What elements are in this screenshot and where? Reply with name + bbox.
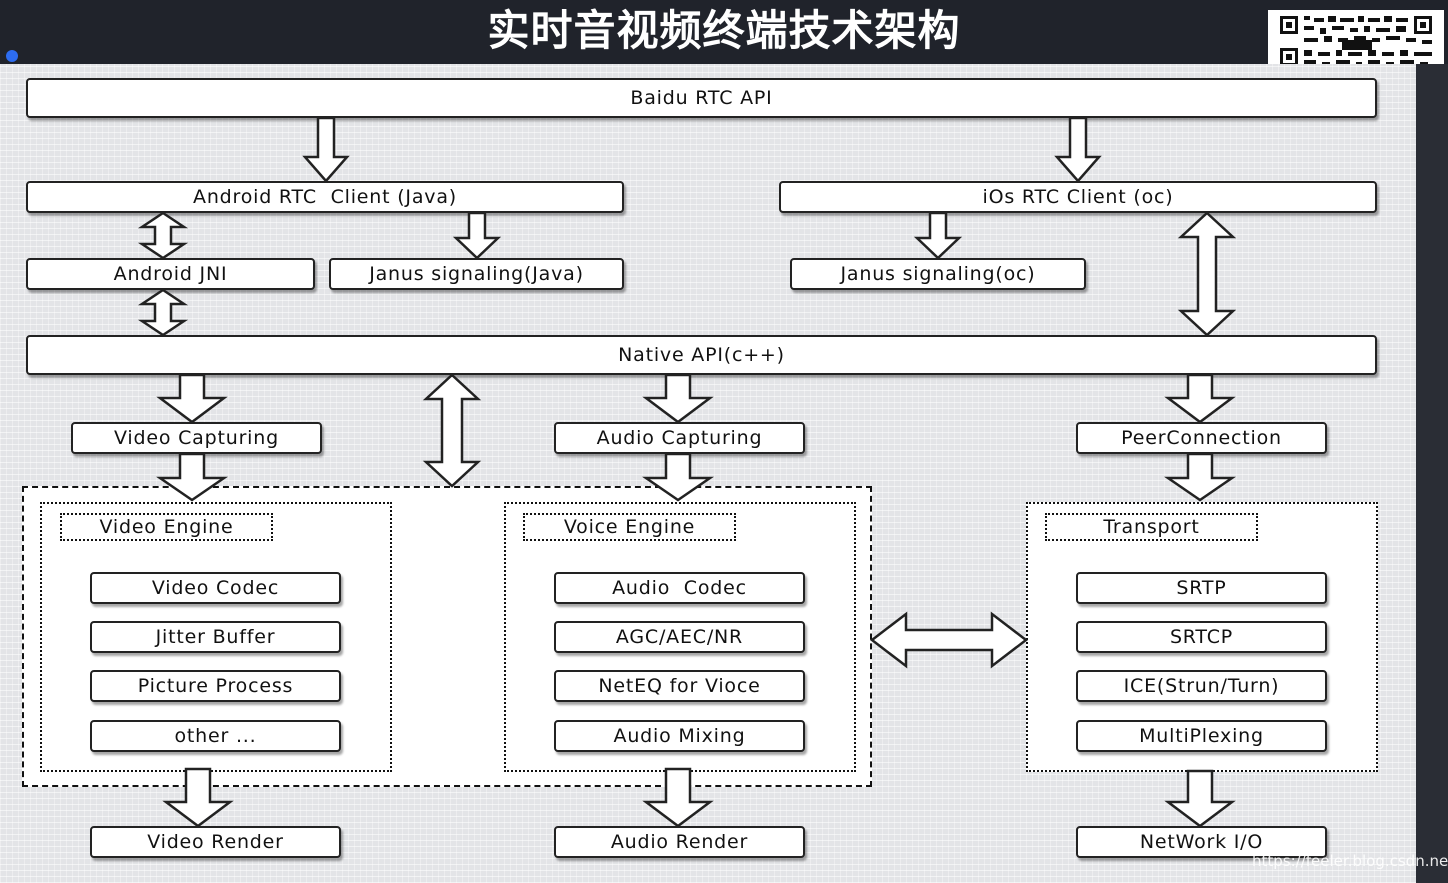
- double-arrow-icon: [422, 373, 482, 488]
- down-arrow-icon: [1054, 116, 1102, 183]
- video-engine-item: other ...: [90, 720, 341, 752]
- android-jni-box: Android JNI: [26, 258, 315, 290]
- down-arrow-icon: [642, 767, 714, 828]
- down-arrow-icon: [1163, 452, 1237, 502]
- voice-engine-item: NetEQ for Vioce: [554, 670, 805, 702]
- voice-engine-item: Audio Mixing: [554, 720, 805, 752]
- down-arrow-icon: [913, 211, 963, 260]
- title-bar: [0, 0, 1448, 64]
- down-arrow-icon: [156, 373, 228, 424]
- transport-label: Transport: [1045, 513, 1258, 541]
- android-rtc-client-box: Android RTC Client (Java): [26, 181, 624, 213]
- janus-oc-box: Janus signaling(oc): [790, 258, 1086, 290]
- video-render-box: Video Render: [90, 826, 341, 858]
- network-io-box: NetWork I/O: [1076, 826, 1327, 858]
- video-engine-item: Picture Process: [90, 670, 341, 702]
- side-strip: [1416, 64, 1448, 883]
- down-arrow-icon: [1164, 769, 1236, 828]
- page-title: 实时音视频终端技术架构: [487, 6, 961, 55]
- transport-item: ICE(Strun/Turn): [1076, 670, 1327, 702]
- transport-item: MultiPlexing: [1076, 720, 1327, 752]
- video-engine-item: Jitter Buffer: [90, 621, 341, 653]
- watermark: https://feeler.blog.csdn.net: [1252, 852, 1448, 870]
- peer-connection-box: PeerConnection: [1076, 422, 1327, 454]
- audio-capturing-box: Audio Capturing: [554, 422, 805, 454]
- double-arrow-icon: [1177, 211, 1237, 337]
- down-arrow-icon: [452, 211, 502, 260]
- double-arrow-icon: [137, 288, 189, 337]
- horizontal-double-arrow-icon: [869, 611, 1029, 669]
- janus-java-box: Janus signaling(Java): [329, 258, 624, 290]
- audio-render-box: Audio Render: [554, 826, 805, 858]
- down-arrow-icon: [155, 452, 229, 502]
- down-arrow-icon: [302, 116, 350, 183]
- video-engine-item: Video Codec: [90, 572, 341, 604]
- down-arrow-icon: [642, 373, 714, 424]
- status-dot-icon: [6, 50, 18, 62]
- double-arrow-icon: [137, 211, 189, 260]
- baidu-rtc-api-box: Baidu RTC API: [26, 78, 1377, 118]
- qr-code-icon: [1268, 10, 1444, 72]
- transport-item: SRTCP: [1076, 621, 1327, 653]
- video-engine-label: Video Engine: [60, 513, 273, 541]
- native-api-box: Native API(c++): [26, 335, 1377, 375]
- down-arrow-icon: [641, 452, 715, 502]
- voice-engine-item: AGC/AEC/NR: [554, 621, 805, 653]
- voice-engine-item: Audio Codec: [554, 572, 805, 604]
- down-arrow-icon: [162, 767, 234, 828]
- down-arrow-icon: [1164, 373, 1236, 424]
- transport-item: SRTP: [1076, 572, 1327, 604]
- voice-engine-label: Voice Engine: [523, 513, 736, 541]
